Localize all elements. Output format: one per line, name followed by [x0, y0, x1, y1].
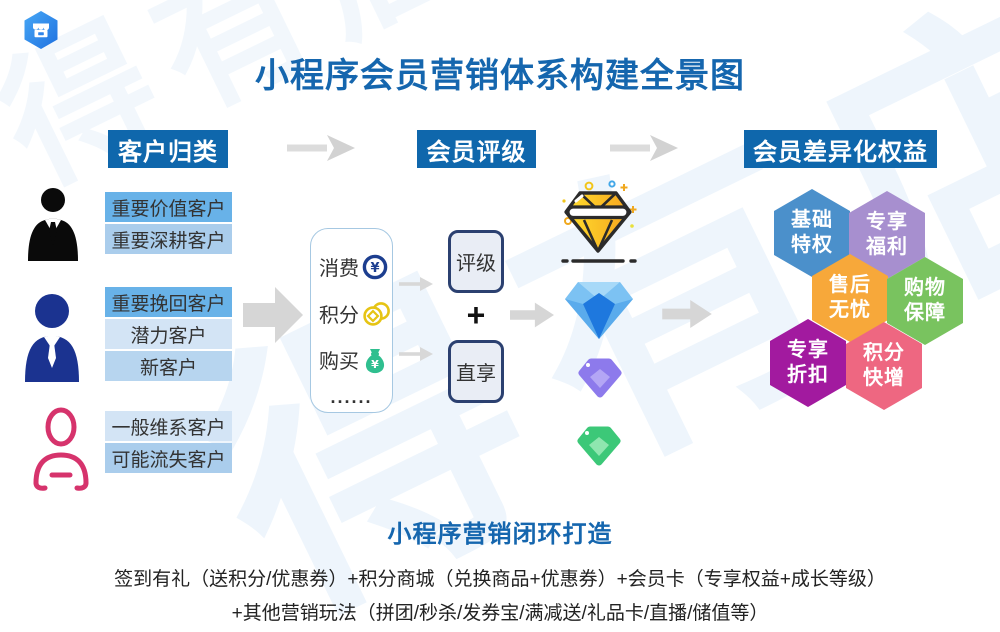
svg-text:¥: ¥: [371, 358, 379, 371]
rating-box: 评级: [448, 230, 504, 293]
metrics-panel: 消费 ¥ 积分 购买: [310, 228, 393, 413]
big-arrow-right-icon: [243, 283, 303, 347]
small-arrow-right-icon: [399, 347, 433, 361]
plus-sign: +: [466, 297, 486, 333]
metric-row: 购买 ¥: [319, 345, 388, 374]
page-title: 小程序会员营销体系构建全景图: [255, 57, 745, 95]
at-risk-person-icon: [28, 405, 92, 491]
customer-label: 潜力客户: [105, 319, 232, 349]
customer-label: 可能流失客户: [105, 443, 232, 473]
metric-label: 积分: [319, 305, 359, 327]
arrow-right-icon: [510, 302, 554, 328]
svg-text:¥: ¥: [370, 261, 379, 276]
benefit-label: 专享: [787, 339, 829, 361]
customer-label: 新客户: [105, 351, 232, 381]
benefit-label: 福利: [866, 236, 908, 258]
member-person-icon: [22, 290, 82, 384]
ellipsis-text: ......: [330, 387, 373, 407]
benefit-label: 特权: [791, 234, 833, 256]
benefit-label: 购物: [904, 277, 946, 299]
money-bag-icon: ¥: [362, 346, 388, 374]
benefit-label: 快增: [863, 367, 905, 389]
footer-line-1: 签到有礼（送积分/优惠券）+积分商城（兑换商品+优惠券）+会员卡（专享权益+成长…: [114, 569, 886, 590]
points-coins-icon: [362, 301, 392, 327]
header-member-rating: 会员评级: [417, 130, 536, 168]
green-gem-icon: [575, 425, 623, 467]
store-hexagon-icon: [24, 11, 58, 49]
customer-label: 重要挽回客户: [105, 287, 232, 317]
benefit-label: 积分: [863, 342, 905, 364]
benefit-label: 基础: [791, 209, 833, 231]
blue-diamond-icon: [565, 279, 633, 339]
metric-row: 消费 ¥: [319, 252, 388, 281]
vip-businessman-icon: [26, 187, 82, 263]
benefit-hexagon-basic-privilege: 基础 特权: [774, 189, 850, 277]
arrow-right-icon: [662, 300, 712, 328]
benefit-hexagon-shopping-guarantee: 购物 保障: [887, 257, 963, 345]
gold-diamond-icon: [559, 179, 639, 265]
benefit-label: 折扣: [787, 364, 829, 386]
benefit-label: 售后: [829, 274, 871, 296]
benefit-label: 保障: [904, 302, 946, 324]
benefit-hexagon-exclusive-discount: 专享 折扣: [770, 319, 846, 407]
benefit-hexagon-exclusive-welfare: 专享 福利: [849, 191, 925, 279]
customer-label: 重要价值客户: [105, 192, 232, 222]
customer-label: 一般维系客户: [105, 411, 232, 441]
header-differentiated-benefits: 会员差异化权益: [744, 130, 937, 168]
arrow-right-icon: [287, 135, 355, 161]
purple-gem-icon: [576, 357, 624, 399]
footer-title: 小程序营销闭环打造: [387, 521, 613, 548]
direct-benefit-box: 直享: [448, 340, 504, 403]
benefit-label: 无忧: [829, 299, 871, 321]
yuan-coin-icon: ¥: [362, 254, 388, 280]
benefit-hexagon-points-boost: 积分 快增: [846, 322, 922, 410]
customer-label: 重要深耕客户: [105, 224, 232, 254]
metric-row: 积分: [319, 299, 392, 328]
metric-label: 购买: [319, 351, 359, 373]
small-arrow-right-icon: [399, 277, 433, 291]
benefit-label: 专享: [866, 211, 908, 233]
header-customer-classification: 客户归类: [108, 130, 228, 168]
footer-line-2: +其他营销玩法（拼团/秒杀/发券宝/满减送/礼品卡/直播/储值等）: [231, 603, 769, 624]
arrow-right-icon: [610, 135, 678, 161]
metric-label: 消费: [319, 258, 359, 280]
